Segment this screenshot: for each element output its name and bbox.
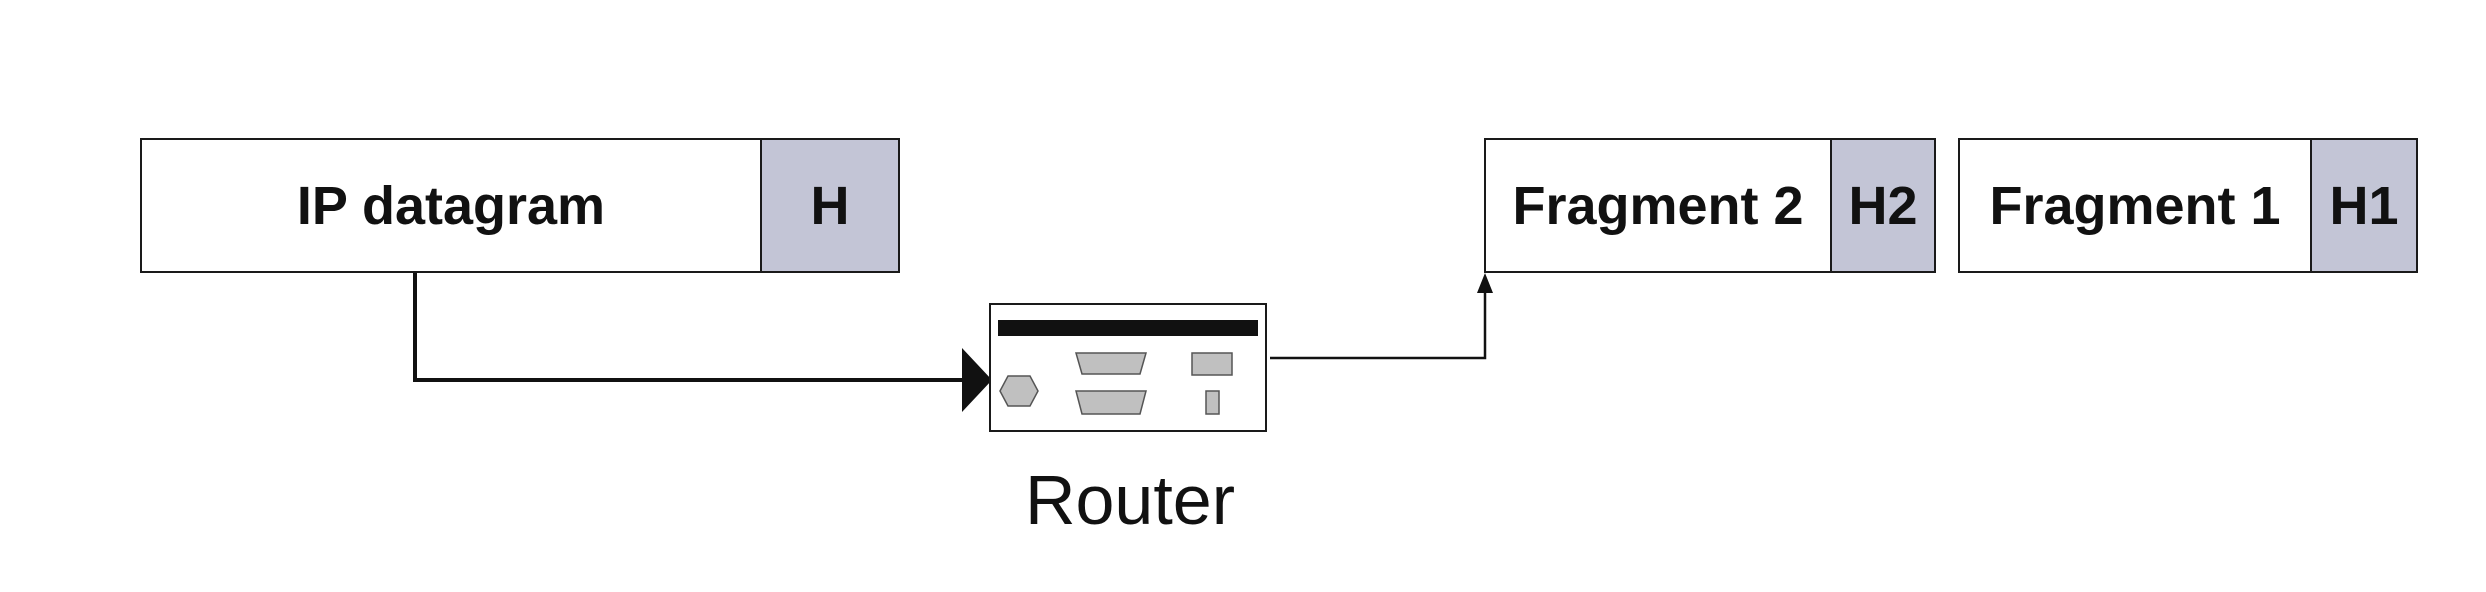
ip-datagram-payload: IP datagram xyxy=(140,138,762,273)
router-port-bottom xyxy=(1075,390,1147,415)
fragment-2-payload: Fragment 2 xyxy=(1484,138,1832,273)
fragment-1-label: Fragment 1 xyxy=(1989,175,2281,236)
datagram-to-router-arrow xyxy=(413,273,992,412)
ip-datagram-label: IP datagram xyxy=(296,175,606,236)
fragment-2-label: Fragment 2 xyxy=(1512,175,1804,236)
router-port-hexagon xyxy=(999,375,1039,407)
ip-datagram-header: H xyxy=(760,138,900,273)
fragment-1-header-label: H1 xyxy=(2329,175,2399,236)
fragment-1-payload: Fragment 1 xyxy=(1958,138,2312,273)
fragment-1-header: H1 xyxy=(2310,138,2418,273)
router-label: Router xyxy=(1024,461,1236,539)
router-to-fragments-arrow xyxy=(1270,273,1493,360)
fragment-2-header: H2 xyxy=(1830,138,1936,273)
router-icon xyxy=(989,303,1267,432)
fragment-2-header-label: H2 xyxy=(1848,175,1918,236)
ip-datagram-header-label: H xyxy=(810,175,850,236)
router-port-right-bottom xyxy=(1205,390,1220,415)
router-port-top xyxy=(1075,352,1147,375)
router-port-right-top xyxy=(1191,352,1233,376)
